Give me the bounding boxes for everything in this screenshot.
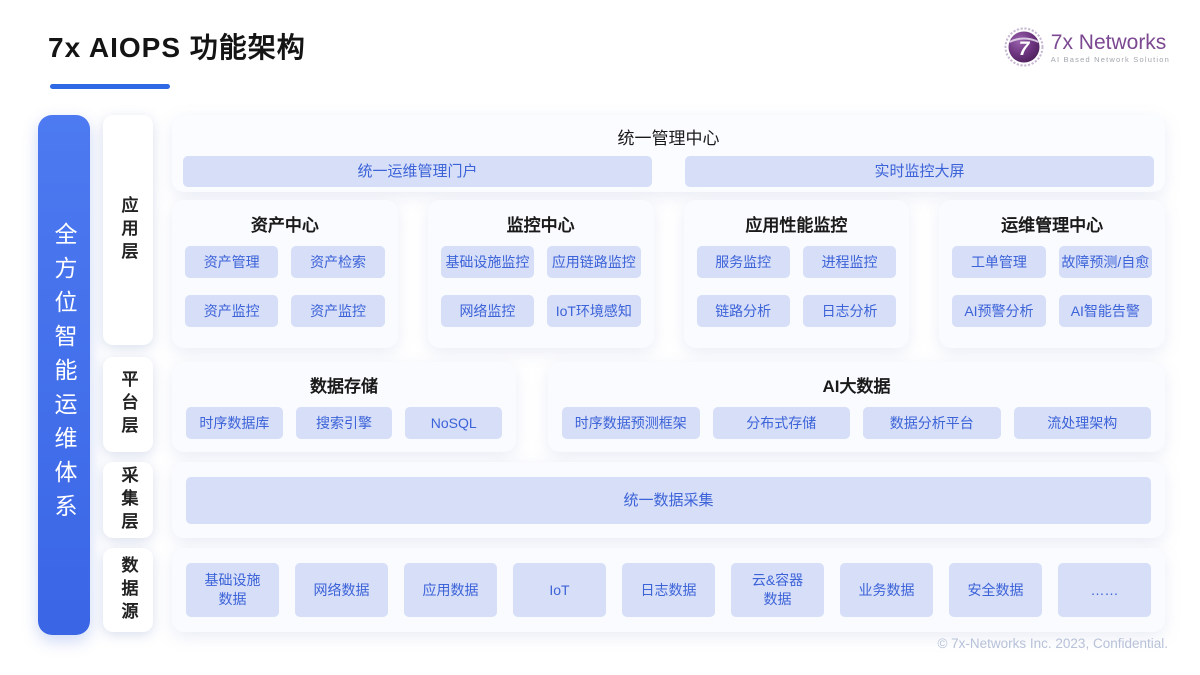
chip-log-data: 日志数据 xyxy=(622,563,715,617)
chip-log-analysis: 日志分析 xyxy=(802,295,897,327)
chip-network-data: 网络数据 xyxy=(295,563,388,617)
chip-app-link-monitoring: 应用链路监控 xyxy=(547,246,641,278)
logo-tagline: AI Based Network Solution xyxy=(1050,54,1170,64)
layer-label-text: 数据源 xyxy=(118,555,138,625)
monitoring-center-grid: 基础设施监控 应用链路监控 网络监控 IoT环境感知 xyxy=(428,236,654,327)
monitoring-center-card: 监控中心 基础设施监控 应用链路监控 网络监控 IoT环境感知 xyxy=(427,200,654,348)
monitoring-center-title: 监控中心 xyxy=(506,216,575,235)
side-banner: 全方位智能运维体系 xyxy=(38,115,90,635)
chip-process-monitoring: 进程监控 xyxy=(802,246,897,278)
ops-management-grid: 工单管理 故障预测/自愈 AI预警分析 AI智能告警 xyxy=(939,236,1165,327)
chip-cloud-container-data: 云&容器 数据 xyxy=(731,563,824,617)
chip-fault-prediction: 故障预测/自愈 xyxy=(1058,246,1152,278)
chip-infrastructure-data: 基础设施 数据 xyxy=(186,563,279,617)
ops-management-card: 运维管理中心 工单管理 故障预测/自愈 AI预警分析 AI智能告警 xyxy=(939,200,1165,348)
chip-asset-monitoring-2: 资产监控 xyxy=(291,295,385,327)
chip-stream-processing: 流处理架构 xyxy=(1013,407,1151,439)
datasource-layer-card: 基础设施 数据 网络数据 应用数据 IoT 日志数据 云&容器 数据 业务数据 … xyxy=(172,548,1165,632)
asset-center-card: 资产中心 资产管理 资产检索 资产监控 资产监控 xyxy=(172,200,398,348)
chip-more-ellipsis: …… xyxy=(1058,563,1151,617)
chip-iot-environment: IoT环境感知 xyxy=(547,295,641,327)
chip-iot-data: IoT xyxy=(513,563,606,617)
apm-card: 应用性能监控 服务监控 进程监控 链路分析 日志分析 xyxy=(683,200,910,348)
chip-asset-search: 资产检索 xyxy=(291,246,385,278)
chip-asset-management: 资产管理 xyxy=(185,246,279,278)
layer-label-text: 平台层 xyxy=(118,370,138,439)
chip-network-monitoring: 网络监控 xyxy=(440,295,535,327)
chip-link-analysis: 链路分析 xyxy=(696,295,790,327)
asset-center-grid: 资产管理 资产检索 资产监控 资产监控 xyxy=(172,236,398,327)
logo-name: 7x Networks xyxy=(1050,30,1167,54)
page-title: 7x AIOPS 功能架构 xyxy=(48,32,306,63)
apm-title: 应用性能监控 xyxy=(745,216,848,235)
layer-label-text: 应用层 xyxy=(118,195,138,265)
chip-timeseries-forecast-framework: 时序数据预测框架 xyxy=(562,407,700,439)
logo-text: 7x Networks AI Based Network Solution xyxy=(1051,31,1170,64)
data-storage-card: 数据存储 时序数据库 搜索引擎 NoSQL xyxy=(172,362,516,452)
unified-management-card: 统一管理中心 统一运维管理门户 实时监控大屏 xyxy=(172,115,1165,192)
chip-ops-portal: 统一运维管理门户 xyxy=(183,156,652,187)
data-storage-title: 数据存储 xyxy=(310,377,378,396)
chip-unified-data-collection: 统一数据采集 xyxy=(186,477,1151,524)
ai-bigdata-title: AI大数据 xyxy=(822,377,891,396)
datasource-chips: 基础设施 数据 网络数据 应用数据 IoT 日志数据 云&容器 数据 业务数据 … xyxy=(172,548,1165,632)
chip-asset-monitoring-1: 资产监控 xyxy=(185,295,279,327)
apm-grid: 服务监控 进程监控 链路分析 日志分析 xyxy=(684,236,910,327)
chip-ai-warning-analysis: AI预警分析 xyxy=(952,295,1046,327)
data-storage-chips: 时序数据库 搜索引擎 NoSQL xyxy=(172,397,516,439)
layer-label-application: 应用层 xyxy=(103,115,153,345)
chip-security-data: 安全数据 xyxy=(949,563,1042,617)
chip-ticket-management: 工单管理 xyxy=(952,246,1046,278)
chip-search-engine: 搜索引擎 xyxy=(295,407,393,439)
chip-timeseries-db: 时序数据库 xyxy=(186,407,283,439)
layer-label-platform: 平台层 xyxy=(103,357,153,452)
ops-management-title: 运维管理中心 xyxy=(1001,216,1104,235)
footer-copyright: © 7x-Networks Inc. 2023, Confidential. xyxy=(937,636,1168,651)
layer-label-collection: 采集层 xyxy=(103,462,153,538)
chip-infrastructure-monitoring: 基础设施监控 xyxy=(440,246,535,278)
layer-label-text: 采集层 xyxy=(118,465,138,535)
chip-realtime-dashboard: 实时监控大屏 xyxy=(685,156,1154,187)
collection-layer-card: 统一数据采集 xyxy=(172,462,1165,538)
chip-ai-smart-alert: AI智能告警 xyxy=(1058,295,1152,327)
side-banner-label: 全方位智能运维体系 xyxy=(51,222,77,528)
layer-label-datasource: 数据源 xyxy=(103,548,153,632)
chip-data-analysis-platform: 数据分析平台 xyxy=(863,407,1001,439)
unified-management-chips: 统一运维管理门户 实时监控大屏 xyxy=(172,156,1165,187)
chip-application-data: 应用数据 xyxy=(404,563,497,617)
chip-nosql: NoSQL xyxy=(405,407,503,439)
asset-center-title: 资产中心 xyxy=(250,216,319,235)
unified-management-title: 统一管理中心 xyxy=(617,129,720,148)
svg-text:7: 7 xyxy=(1018,39,1030,60)
ai-bigdata-chips: 时序数据预测框架 分布式存储 数据分析平台 流处理架构 xyxy=(548,397,1165,439)
logo-globe-icon: 7 xyxy=(1004,27,1044,67)
chip-service-monitoring: 服务监控 xyxy=(696,246,790,278)
ai-bigdata-card: AI大数据 时序数据预测框架 分布式存储 数据分析平台 流处理架构 xyxy=(548,362,1165,452)
chip-business-data: 业务数据 xyxy=(840,563,933,617)
application-layer-row: 资产中心 资产管理 资产检索 资产监控 资产监控 监控中心 基础设施监控 应用链… xyxy=(172,200,1165,348)
platform-layer-row: 数据存储 时序数据库 搜索引擎 NoSQL AI大数据 时序数据预测框架 分布式… xyxy=(172,362,1165,452)
chip-distributed-storage: 分布式存储 xyxy=(712,407,850,439)
company-logo: 7 7x Networks AI Based Network Solution xyxy=(1004,27,1170,67)
title-underline xyxy=(50,84,170,89)
